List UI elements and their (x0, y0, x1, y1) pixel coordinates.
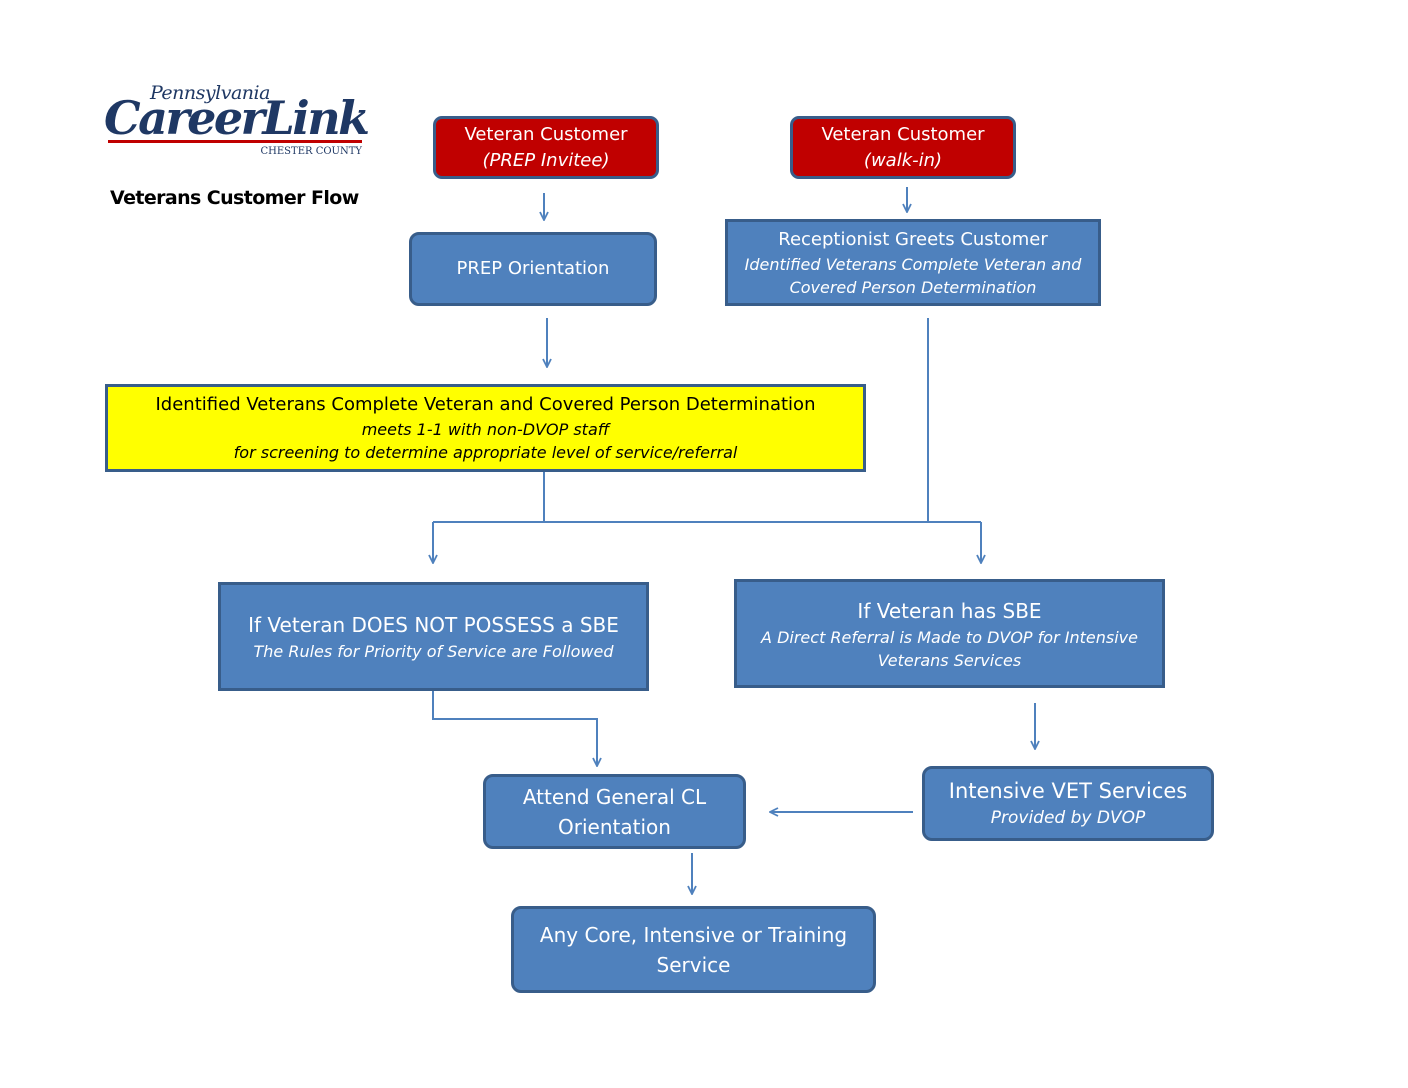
arrow-no-sbe-to-orientation (432, 691, 597, 766)
page-title: Veterans Customer Flow (110, 187, 359, 209)
node-general-orientation: Attend General CL Orientation (483, 774, 746, 849)
node-has-sbe-title: If Veteran has SBE (857, 598, 1042, 623)
node-has-sbe-subtitle-line2: Veterans Services (877, 650, 1022, 670)
node-intensive-vet-subtitle: Provided by DVOP (990, 808, 1146, 828)
node-determination-line3: for screening to determine appropriate l… (233, 443, 738, 462)
node-intensive-vet: Intensive VET Services Provided by DVOP (922, 766, 1214, 841)
node-has-sbe: If Veteran has SBE A Direct Referral is … (734, 579, 1165, 688)
node-veteran-walk-in-title: Veteran Customer (821, 123, 985, 145)
node-has-sbe-subtitle-line1: A Direct Referral is Made to DVOP for In… (761, 627, 1138, 647)
node-veteran-prep-invitee-title: Veteran Customer (464, 123, 628, 145)
node-prep-orientation: PREP Orientation (409, 232, 657, 306)
node-veteran-prep-invitee: Veteran Customer (PREP Invitee) (433, 116, 659, 179)
node-determination-line2: meets 1-1 with non-DVOP staff (361, 420, 610, 439)
node-intensive-vet-title: Intensive VET Services (948, 779, 1188, 803)
node-determination-title: Identified Veterans Complete Veteran and… (155, 394, 816, 415)
logo-underline (108, 140, 362, 143)
logo-county-text: CHESTER COUNTY (260, 146, 363, 157)
node-any-service-line1: Any Core, Intensive or Training (539, 922, 848, 947)
node-veteran-walk-in: Veteran Customer (walk-in) (790, 116, 1016, 179)
node-no-sbe: If Veteran DOES NOT POSSESS a SBE The Ru… (218, 582, 649, 691)
node-receptionist: Receptionist Greets Customer Identified … (725, 219, 1101, 306)
node-veteran-walk-in-subtitle: (walk-in) (863, 149, 943, 171)
logo-state-text: Pennsylvania (150, 82, 270, 104)
node-any-service-line2: Service (656, 952, 731, 977)
node-any-service: Any Core, Intensive or Training Service (511, 906, 876, 993)
node-general-orientation-line1: Attend General CL (522, 784, 707, 809)
node-general-orientation-line2: Orientation (558, 814, 671, 839)
node-no-sbe-title: If Veteran DOES NOT POSSESS a SBE (248, 613, 619, 637)
logo-brand-text: CareerLink (104, 91, 370, 145)
node-no-sbe-subtitle: The Rules for Priority of Service are Fo… (253, 642, 614, 661)
node-veteran-prep-invitee-subtitle: (PREP Invitee) (482, 149, 610, 171)
node-receptionist-title: Receptionist Greets Customer (778, 228, 1048, 250)
node-prep-orientation-title: PREP Orientation (456, 258, 610, 279)
node-receptionist-subtitle-line2: Covered Person Determination (789, 277, 1037, 297)
node-determination: Identified Veterans Complete Veteran and… (105, 384, 866, 472)
careerlink-logo: Pennsylvania CareerLink CHESTER COUNTY (104, 82, 370, 164)
node-receptionist-subtitle-line1: Identified Veterans Complete Veteran and (744, 254, 1082, 274)
